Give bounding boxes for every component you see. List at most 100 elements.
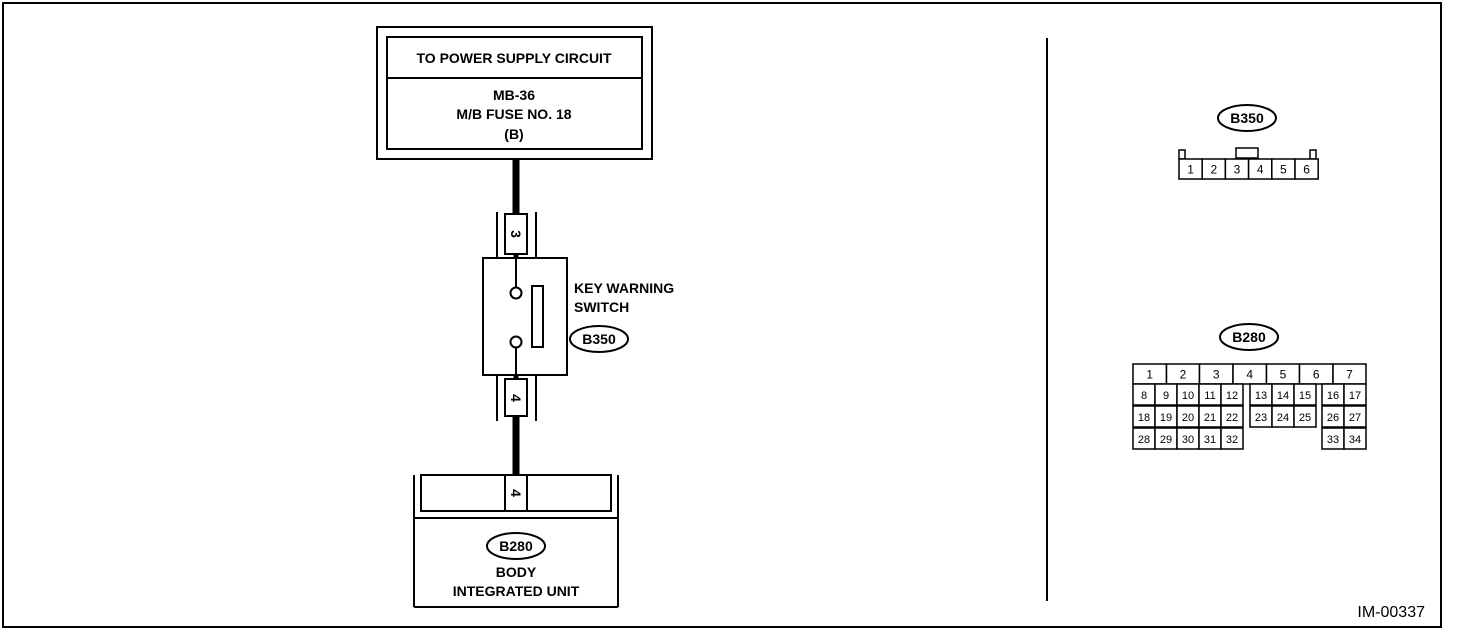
b280-face-label: B280 [1232,329,1266,345]
terminal-4-connector: 4 [496,375,537,421]
pin-label-8: 8 [1141,390,1147,402]
pin-cell-7: 7 [1332,363,1367,385]
b350-face-label: B350 [1230,110,1264,126]
pin-cell-10: 10 [1176,383,1200,406]
pin-label-15: 15 [1299,390,1311,402]
pin-label-16: 16 [1327,390,1339,402]
power-block-header: TO POWER SUPPLY CIRCUIT [417,50,612,66]
pin-cell-19: 19 [1154,405,1178,428]
pin-label-30: 30 [1182,434,1194,446]
pin-cell-29: 29 [1154,427,1178,450]
pin-label-14: 14 [1277,390,1289,402]
pin-label-32: 32 [1226,434,1238,446]
pin-cell-16: 16 [1321,383,1345,406]
terminal-3-label: 3 [508,230,524,238]
pin-label-1: 1 [1187,163,1194,177]
pin-label-7: 7 [1346,368,1353,382]
pin-cell-28: 28 [1132,427,1156,450]
power-block-line1: MB-36 [493,87,535,103]
pin-label-22: 22 [1226,412,1238,424]
pin-cell-12: 12 [1220,383,1244,406]
pin-label-9: 9 [1163,390,1169,402]
switch-connector-badge: B350 [569,325,629,353]
pin-label-28: 28 [1138,434,1150,446]
pin-label-18: 18 [1138,412,1150,424]
power-block-line3: (B) [504,126,523,142]
pin-cell-3: 3 [1198,363,1234,385]
pin-label-6: 6 [1313,368,1320,382]
pin-cell-14: 14 [1271,383,1295,406]
pin-cell-32: 32 [1220,427,1244,450]
unit-line2: INTEGRATED UNIT [453,583,580,599]
pin-label-3: 3 [1213,368,1220,382]
terminal-4-label: 4 [508,394,524,402]
pin-label-19: 19 [1160,412,1172,424]
pin-cell-18: 18 [1132,405,1156,428]
pin-cell-8: 8 [1132,383,1156,406]
pin-cell-5: 5 [1265,363,1301,385]
switch-contact-top [509,286,523,300]
terminal-3-connector: 3 [496,212,537,258]
pin-label-21: 21 [1204,412,1216,424]
power-supply-block: TO POWER SUPPLY CIRCUIT MB-36 M/B FUSE N… [376,26,653,160]
pin-label-23: 23 [1255,412,1267,424]
pin-cell-9: 9 [1154,383,1178,406]
pin-label-24: 24 [1277,412,1289,424]
pin-label-33: 33 [1327,434,1339,446]
pin-label-34: 34 [1349,434,1361,446]
unit-terminal-label: 4 [508,489,524,497]
switch-label-line2: SWITCH [574,299,629,315]
pin-cell-27: 27 [1343,405,1367,428]
pin-cell-23: 23 [1249,405,1273,428]
pin-cell-21: 21 [1198,405,1222,428]
pin-label-17: 17 [1349,390,1361,402]
pin-cell-3: 3 [1224,158,1250,180]
b350-connector-face: B350 1 2 3 4 5 6 [1178,104,1319,180]
body-integrated-unit: 4 B280 BODY INTEGRATED UNIT [413,474,619,608]
pin-label-4: 4 [1257,163,1264,177]
switch-label-line1: KEY WARNING [574,280,674,296]
pin-cell-34: 34 [1343,427,1367,450]
unit-connector-label: B280 [499,538,533,554]
pin-cell-4: 4 [1247,158,1273,180]
pin-cell-5: 5 [1271,158,1296,180]
pin-label-5: 5 [1280,163,1287,177]
pin-label-6: 6 [1303,163,1310,177]
pin-cell-17: 17 [1343,383,1367,406]
pin-label-4: 4 [1246,368,1253,382]
pin-cell-6: 6 [1294,158,1319,180]
pin-cell-11: 11 [1198,383,1222,406]
pin-label-10: 10 [1182,390,1194,402]
pin-label-1: 1 [1146,368,1153,382]
power-block-line2: M/B FUSE NO. 18 [456,106,571,122]
pin-cell-4: 4 [1232,363,1268,385]
pin-cell-13: 13 [1249,383,1273,406]
pin-label-25: 25 [1299,412,1311,424]
pin-cell-25: 25 [1293,405,1317,428]
pin-cell-2: 2 [1165,363,1201,385]
pin-label-12: 12 [1226,390,1238,402]
key-warning-switch [482,257,568,376]
pin-label-31: 31 [1204,434,1216,446]
pin-label-26: 26 [1327,412,1339,424]
pin-cell-20: 20 [1176,405,1200,428]
pin-label-20: 20 [1182,412,1194,424]
pin-cell-26: 26 [1321,405,1345,428]
pin-label-5: 5 [1280,368,1287,382]
pin-cell-6: 6 [1298,363,1334,385]
pin-label-11: 11 [1204,390,1215,402]
pin-label-2: 2 [1180,368,1187,382]
switch-lever [531,285,544,348]
pin-cell-30: 30 [1176,427,1200,450]
pin-label-29: 29 [1160,434,1172,446]
pin-label-27: 27 [1349,412,1361,424]
pin-label-3: 3 [1234,163,1241,177]
pin-label-2: 2 [1210,163,1217,177]
pin-cell-1: 1 [1178,158,1203,180]
pin-cell-22: 22 [1220,405,1244,428]
switch-connector-label: B350 [582,331,616,347]
pin-cell-24: 24 [1271,405,1295,428]
unit-line1: BODY [496,564,537,580]
